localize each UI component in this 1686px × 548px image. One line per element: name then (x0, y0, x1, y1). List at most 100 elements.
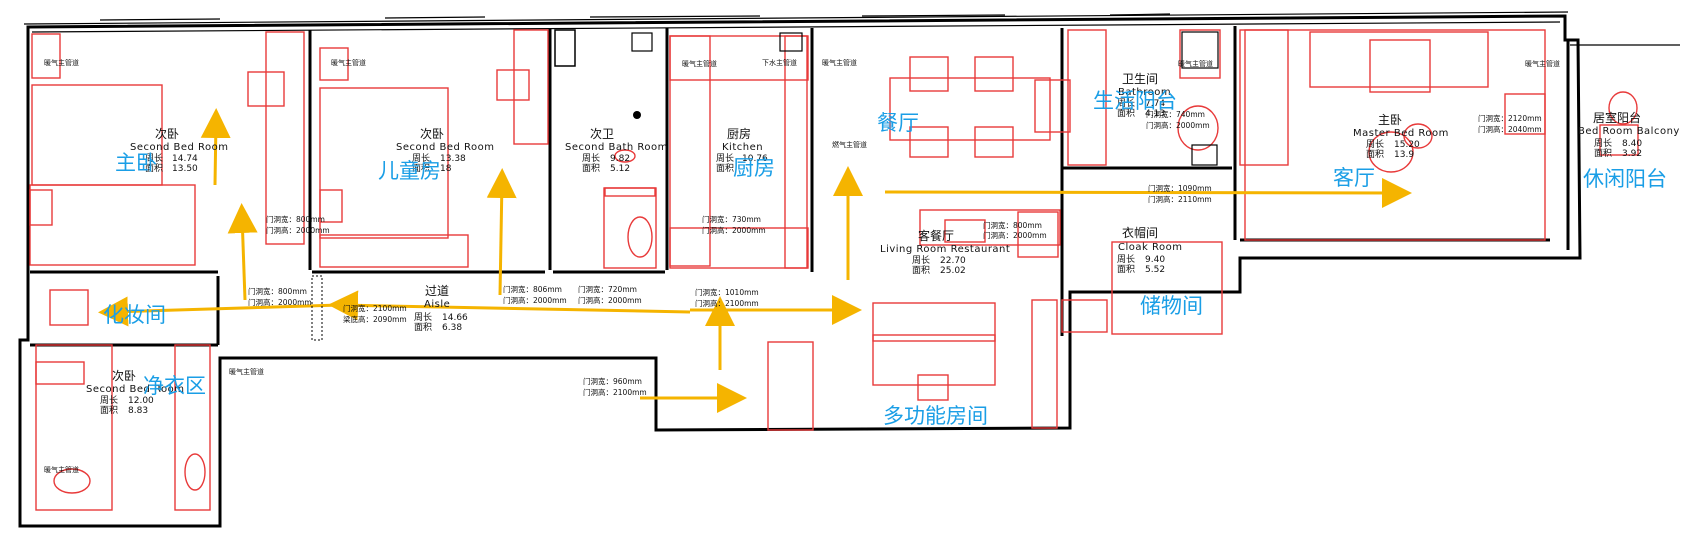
svg-text:次卧: 次卧 (420, 127, 444, 141)
svg-text:门洞高：2100mm: 门洞高：2100mm (695, 298, 759, 308)
zone-label-laundry-area: 净衣区 (143, 374, 206, 398)
zone-label-utility-balcony: 生活阳台 (1093, 89, 1177, 113)
svg-text:面积: 面积 (582, 162, 600, 174)
svg-text:Living Room Restaurant: Living Room Restaurant (880, 244, 1010, 255)
svg-text:门洞高：2000mm: 门洞高：2000mm (503, 295, 567, 305)
svg-text:周长: 周长 (145, 152, 163, 164)
svg-text:周长: 周长 (414, 311, 432, 323)
circulation-arrows (98, 108, 1412, 413)
svg-text:门洞高：2110mm: 门洞高：2110mm (1148, 194, 1212, 204)
zone-label-dining: 餐厅 (877, 111, 919, 135)
arrow-corridor-up-1 (227, 203, 258, 301)
svg-text:面积: 面积 (912, 264, 930, 276)
arrow-to-vanity (98, 296, 341, 327)
svg-text:次卫: 次卫 (590, 127, 614, 141)
svg-text:门洞宽：960mm: 门洞宽：960mm (583, 376, 642, 386)
svg-text:周长: 周长 (1117, 97, 1135, 109)
svg-text:3.92: 3.92 (1622, 149, 1642, 159)
svg-text:Second Bath Room: Second Bath Room (565, 142, 668, 153)
svg-text:面积: 面积 (414, 321, 432, 333)
svg-text:门洞高：2000mm: 门洞高：2000mm (983, 230, 1047, 240)
svg-text:13.50: 13.50 (172, 164, 198, 174)
zone-label-kitchen: 厨房 (733, 156, 775, 180)
svg-text:Aisle: Aisle (424, 299, 450, 310)
room-label-bed-1: 次卧 Second Bed Room 周长 14.74 面积 13.50 (130, 127, 229, 174)
svg-text:暖气主管道: 暖气主管道 (44, 58, 79, 67)
svg-text:门洞宽：730mm: 门洞宽：730mm (702, 214, 761, 224)
svg-text:卫生间: 卫生间 (1122, 72, 1158, 86)
svg-text:Second Bed Room: Second Bed Room (130, 142, 229, 153)
svg-text:8.83: 8.83 (128, 406, 148, 416)
svg-text:18: 18 (440, 164, 452, 174)
room-label-living: 客餐厅 Living Room Restaurant 周长 22.70 面积 2… (880, 228, 1010, 276)
fixtures (311, 29, 1219, 341)
zone-label-kids-room: 儿童房 (378, 159, 441, 183)
svg-text:暖气主管道: 暖气主管道 (331, 58, 366, 67)
svg-text:Second Bed Room: Second Bed Room (86, 384, 185, 395)
room-label-master-bed: 主卧 Master Bed Room 周长 15.20 面积 13.9 (1353, 113, 1448, 160)
svg-text:Bathroom: Bathroom (1118, 87, 1171, 98)
svg-text:门洞宽：806mm: 门洞宽：806mm (503, 284, 562, 294)
svg-text:门洞高：2000mm: 门洞高：2000mm (248, 297, 312, 307)
svg-text:下水主管道: 下水主管道 (762, 58, 797, 67)
svg-text:Bed Room Balcony: Bed Room Balcony (1578, 126, 1680, 137)
svg-text:衣帽间: 衣帽间 (1122, 225, 1158, 240)
svg-text:门洞高：2000mm: 门洞高：2000mm (266, 225, 330, 235)
zone-label-multipurpose: 多功能房间 (883, 404, 988, 428)
svg-text:15.20: 15.20 (1394, 140, 1420, 150)
svg-text:梁底高：2090mm: 梁底高：2090mm (343, 314, 407, 324)
svg-text:门洞高：2040mm: 门洞高：2040mm (1478, 124, 1542, 134)
svg-text:面积: 面积 (716, 162, 734, 174)
svg-text:暖气主管道: 暖气主管道 (1525, 59, 1560, 68)
zone-label-dressing-room: 化妆间 (103, 303, 166, 327)
svg-text:Second Bed Room: Second Bed Room (396, 142, 495, 153)
svg-text:8.40: 8.40 (1622, 139, 1642, 149)
room-label-balcony: 居室阳台 Bed Room Balcony 周长 8.40 面积 3.92 (1578, 110, 1680, 159)
svg-text:门洞宽：1010mm: 门洞宽：1010mm (695, 287, 759, 297)
arrow-corridor-up-2 (486, 168, 517, 296)
svg-text:6.38: 6.38 (442, 323, 462, 333)
svg-text:面积: 面积 (1366, 148, 1384, 160)
walls (18, 11, 1680, 528)
svg-text:厨房: 厨房 (727, 126, 751, 141)
arrow-living (884, 177, 1412, 208)
svg-text:门洞高：2100mm: 门洞高：2100mm (583, 387, 647, 397)
room-label-kitchen: 厨房 Kitchen 周长 10.76 面积 (716, 126, 768, 174)
svg-text:面积: 面积 (1594, 147, 1612, 159)
svg-text:9.40: 9.40 (1145, 255, 1165, 265)
svg-text:周长: 周长 (912, 254, 930, 266)
svg-text:7.74: 7.74 (1145, 99, 1165, 109)
room-labels: 次卧 Second Bed Room 周长 14.74 面积 13.50 次卧 … (86, 72, 1680, 416)
zone-label-storage: 储物间 (1140, 294, 1203, 318)
door-notes: 门洞宽：800mm 门洞高：2000mm 门洞宽：800mm 门洞高：2000m… (248, 109, 1542, 397)
svg-text:25.02: 25.02 (940, 266, 966, 276)
zone-label-living-room: 客厅 (1333, 166, 1375, 190)
svg-text:暖气主管道: 暖气主管道 (229, 367, 264, 376)
svg-text:面积: 面积 (100, 404, 118, 416)
svg-text:4.13: 4.13 (1145, 109, 1165, 119)
svg-text:门洞宽：2120mm: 门洞宽：2120mm (1478, 113, 1542, 123)
room-label-bed-3: 次卧 Second Bed Room 周长 12.00 面积 8.83 (86, 369, 185, 416)
svg-text:门洞宽：2100mm: 门洞宽：2100mm (343, 303, 407, 313)
svg-text:门洞宽：800mm: 门洞宽：800mm (983, 220, 1042, 230)
svg-text:门洞宽：800mm: 门洞宽：800mm (266, 214, 325, 224)
svg-text:14.66: 14.66 (442, 313, 468, 323)
svg-text:22.70: 22.70 (940, 256, 966, 266)
svg-text:暖气主管道: 暖气主管道 (1178, 59, 1213, 68)
svg-text:Kitchen: Kitchen (722, 142, 763, 153)
furniture (29, 29, 1639, 511)
svg-text:周长: 周长 (1594, 137, 1612, 149)
room-label-aisle: 过道 Aisle 周长 14.66 面积 6.38 (414, 284, 468, 333)
svg-text:暖气主管道: 暖气主管道 (44, 465, 79, 474)
svg-text:5.52: 5.52 (1145, 265, 1165, 275)
room-label-cloak: 衣帽间 Cloak Room 周长 9.40 面积 5.52 (1117, 225, 1182, 275)
svg-text:门洞宽：800mm: 门洞宽：800mm (248, 286, 307, 296)
svg-text:Cloak Room: Cloak Room (1118, 242, 1182, 253)
svg-text:居室阳台: 居室阳台 (1593, 110, 1641, 125)
svg-text:门洞宽：1090mm: 门洞宽：1090mm (1148, 183, 1212, 193)
room-label-bathroom: 卫生间 Bathroom 周长 7.74 面积 4.13 (1117, 72, 1171, 119)
svg-text:9.82: 9.82 (610, 154, 630, 164)
svg-text:13.38: 13.38 (440, 154, 466, 164)
svg-text:门洞高：2000mm: 门洞高：2000mm (1146, 120, 1210, 130)
svg-text:12.00: 12.00 (128, 396, 154, 406)
